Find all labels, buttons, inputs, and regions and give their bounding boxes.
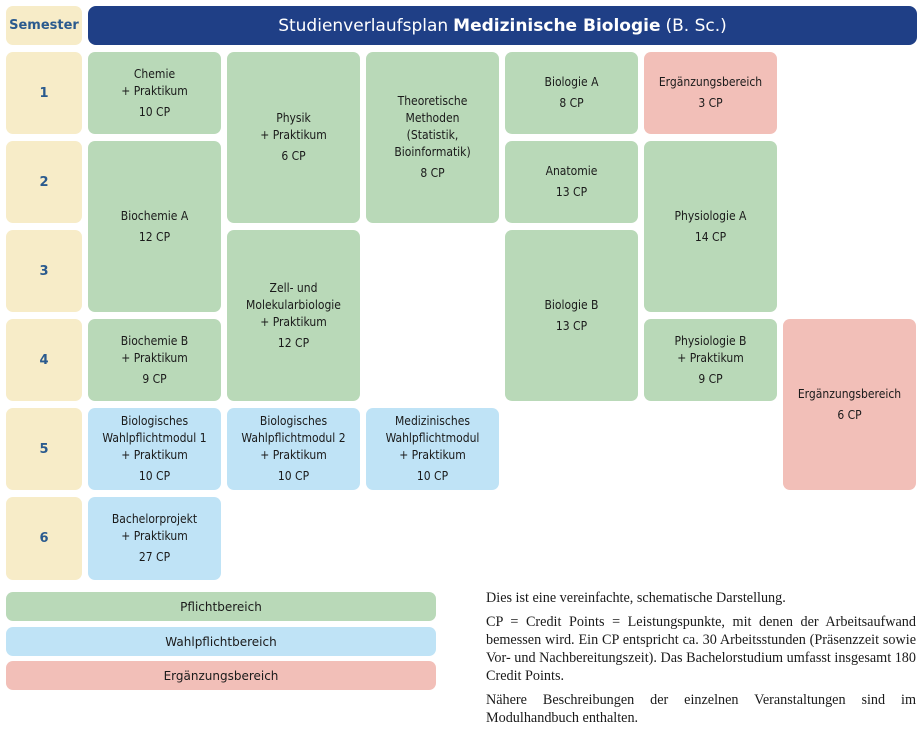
semester-4: 4 [6, 319, 82, 401]
module-name: Medizinisches Wahlpflichtmodul + Praktik… [385, 414, 480, 462]
module-biologisches-wahlpflichtmodul-1: Biologisches Wahlpflichtmodul 1 + Prakti… [88, 408, 221, 490]
module-name: Biologisches Wahlpflichtmodul 2 + Prakti… [241, 414, 346, 462]
module-anatomie: Anatomie 13 CP [505, 141, 638, 223]
module-physik: Physik + Praktikum 6 CP [227, 52, 360, 223]
module-biologie-b: Biologie B 13 CP [505, 230, 638, 401]
module-credits: 13 CP [555, 185, 588, 199]
module-credits: 13 CP [555, 318, 588, 333]
module-credits: 10 CP [138, 104, 171, 119]
module-medizinisches-wahlpflichtmodul: Medizinisches Wahlpflichtmodul + Praktik… [366, 408, 499, 490]
module-credits: 10 CP [138, 469, 171, 483]
module-credits: 12 CP [277, 335, 310, 350]
semester-2: 2 [6, 141, 82, 223]
module-name: Physiologie B + Praktikum [674, 333, 747, 365]
page-title: Studienverlaufsplan Medizinische Biologi… [88, 6, 917, 45]
title-prefix: Studienverlaufsplan [278, 15, 449, 36]
module-name: Ergänzungsbereich [658, 75, 763, 89]
module-ergaenzungsbereich-2: Ergänzungsbereich 6 CP [783, 319, 916, 490]
legend-ergaenzungsbereich: Ergänzungsbereich [6, 661, 436, 690]
semester-column-header: Semester [6, 6, 82, 45]
module-theoretische-methoden: Theoretische Methoden (Statistik, Bioinf… [366, 52, 499, 223]
module-credits: 10 CP [277, 469, 310, 483]
module-credits: 12 CP [138, 229, 171, 244]
module-name: Chemie + Praktikum [121, 66, 188, 98]
module-name: Biologisches Wahlpflichtmodul 1 + Prakti… [102, 414, 207, 462]
module-name: Theoretische Methoden (Statistik, Bioinf… [394, 94, 471, 159]
module-biologie-a: Biologie A 8 CP [505, 52, 638, 134]
module-biochemie-a: Biochemie A 12 CP [88, 141, 221, 312]
module-name: Biochemie B + Praktikum [120, 333, 189, 365]
notes: Dies ist eine vereinfachte, schematische… [486, 589, 916, 733]
module-credits: 6 CP [281, 149, 306, 163]
module-name: Anatomie [545, 164, 598, 178]
note-module-handbook: Nähere Beschreibungen der einzelnen Vera… [486, 692, 916, 726]
module-name: Ergänzungsbereich [797, 386, 902, 401]
semester-5: 5 [6, 408, 82, 490]
legend-wahlpflichtbereich: Wahlpflichtbereich [6, 627, 436, 656]
legend-pflichtbereich: Pflichtbereich [6, 592, 436, 621]
note-simplified: Dies ist eine vereinfachte, schematische… [486, 590, 786, 606]
module-credits: 10 CP [416, 469, 449, 483]
module-name: Bachelorprojekt + Praktikum [111, 512, 198, 543]
module-name: Physiologie A [674, 208, 747, 223]
note-credit-points: CP = Credit Points = Leistungspunkte, mi… [486, 614, 916, 684]
module-credits: 9 CP [698, 371, 723, 386]
module-credits: 8 CP [420, 166, 445, 180]
module-physiologie-a: Physiologie A 14 CP [644, 141, 777, 312]
module-name: Zell- und Molekularbiologie + Praktikum [246, 280, 341, 329]
semester-3: 3 [6, 230, 82, 312]
module-chemie: Chemie + Praktikum 10 CP [88, 52, 221, 134]
module-zell-molekularbiologie: Zell- und Molekularbiologie + Praktikum … [227, 230, 360, 401]
module-credits: 6 CP [837, 407, 862, 422]
module-physiologie-b: Physiologie B + Praktikum 9 CP [644, 319, 777, 401]
title-degree: (B. Sc.) [665, 15, 727, 36]
module-biologisches-wahlpflichtmodul-2: Biologisches Wahlpflichtmodul 2 + Prakti… [227, 408, 360, 490]
module-credits: 8 CP [559, 96, 584, 110]
module-name: Physik + Praktikum [260, 111, 327, 142]
module-credits: 9 CP [142, 371, 167, 386]
title-program: Medizinische Biologie [453, 15, 661, 36]
semester-6: 6 [6, 497, 82, 580]
module-bachelorprojekt: Bachelorprojekt + Praktikum 27 CP [88, 497, 221, 580]
module-credits: 27 CP [138, 550, 171, 564]
module-name: Biochemie A [120, 208, 189, 223]
semester-1: 1 [6, 52, 82, 134]
module-ergaenzungsbereich-1: Ergänzungsbereich 3 CP [644, 52, 777, 134]
module-biochemie-b: Biochemie B + Praktikum 9 CP [88, 319, 221, 401]
module-credits: 3 CP [698, 96, 723, 110]
module-name: Biologie B [544, 297, 599, 312]
module-credits: 14 CP [694, 229, 727, 244]
module-name: Biologie A [544, 75, 599, 89]
